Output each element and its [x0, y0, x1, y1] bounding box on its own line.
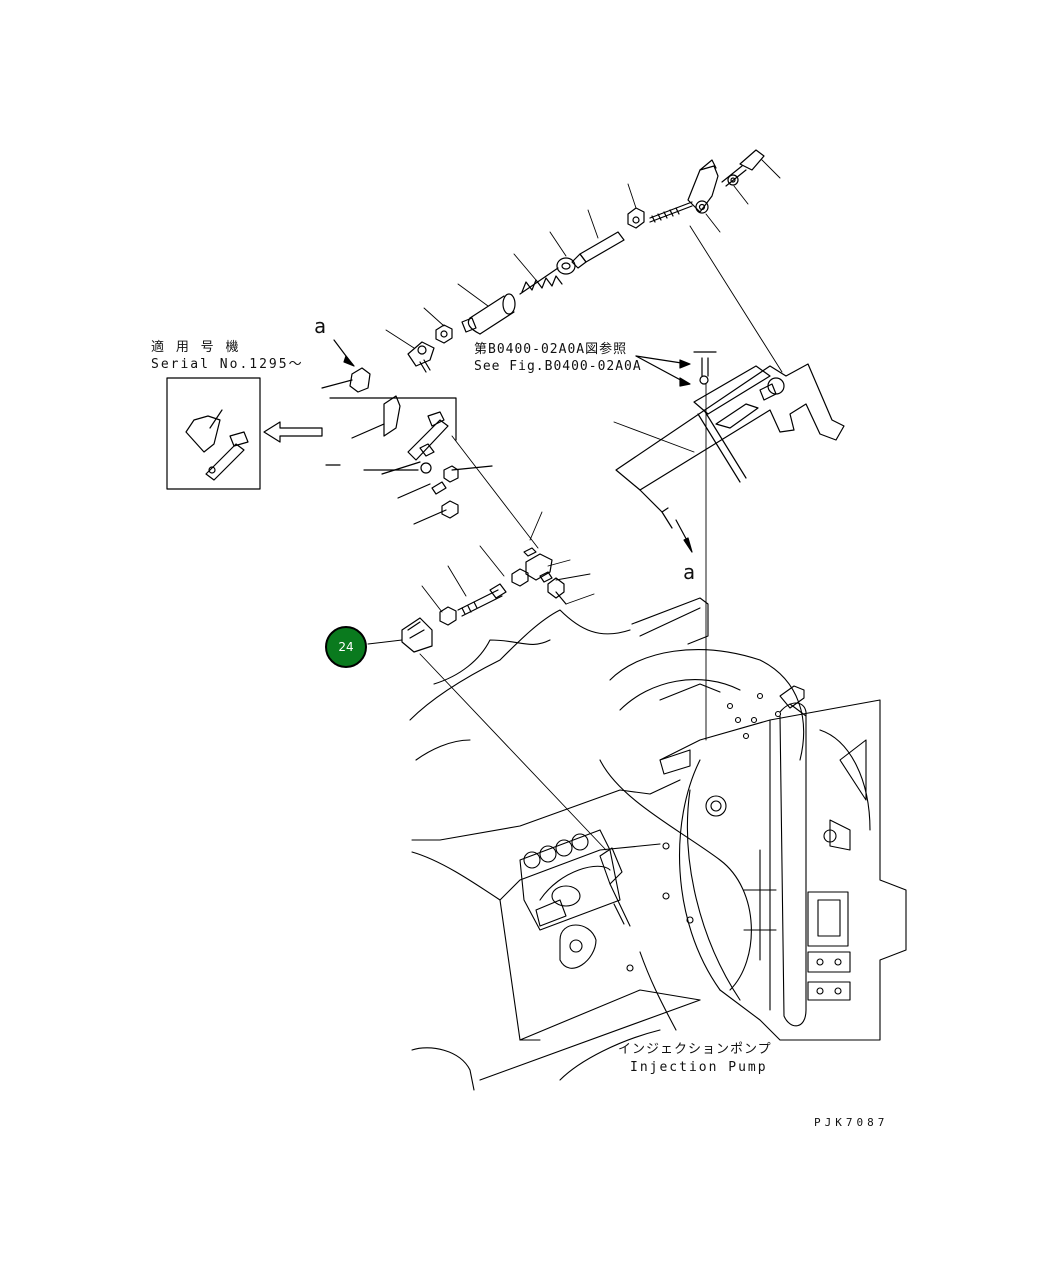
engine-housing — [409, 597, 907, 1091]
rod-part — [571, 231, 625, 269]
part-callout-number: 24 — [338, 640, 354, 654]
ball-joint-part — [649, 159, 719, 223]
leader-lines-upper — [385, 159, 781, 349]
spring-part — [519, 267, 563, 295]
drawing-code: PJK7087 — [814, 1116, 889, 1129]
serial-number-label: Serial No.1295～ — [151, 357, 304, 372]
marker-a-top: a — [314, 314, 327, 338]
nut-part — [627, 207, 645, 229]
lower-linkage — [367, 511, 595, 653]
throttle-bracket — [613, 351, 845, 553]
reference-figure-en: See Fig.B0400-02A0A — [474, 359, 642, 374]
part-callout-24[interactable]: 24 — [325, 626, 367, 668]
marker-a-right: a — [683, 560, 696, 584]
nut-part-3 — [435, 324, 453, 344]
nut-part-2 — [556, 257, 576, 275]
lever-bracket-cluster — [321, 367, 493, 525]
serial-inset-box — [166, 377, 261, 490]
marker-a-arrow — [333, 339, 355, 367]
elbow-joint-part — [407, 341, 435, 373]
inset-arrow — [263, 421, 323, 443]
applicable-model-label: 適 用 号 機 — [151, 340, 241, 355]
cylinder-part — [461, 293, 516, 335]
connecting-lines — [419, 225, 783, 851]
injection-pump-label-en: Injection Pump — [630, 1060, 768, 1075]
reference-figure-jp: 第B0400-02A0A図参照 — [474, 342, 628, 357]
bolt-part — [721, 149, 765, 187]
injection-pump-label-jp: インジェクションポンプ — [618, 1042, 772, 1057]
